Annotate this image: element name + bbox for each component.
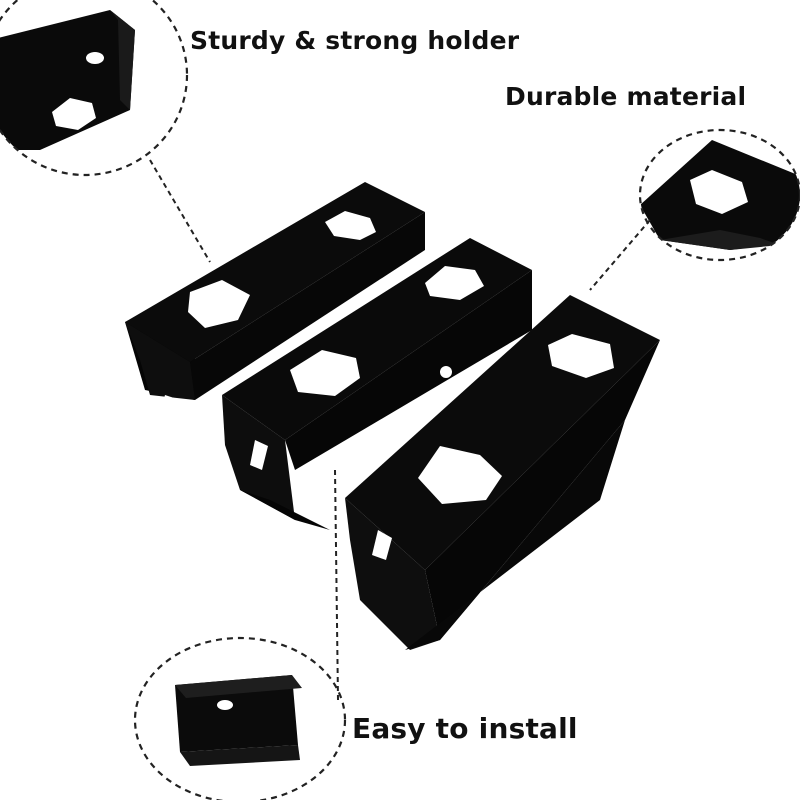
hexagon-hole	[418, 446, 502, 504]
hexagon-hole	[548, 334, 614, 378]
hexagon-hole	[52, 98, 96, 130]
bracket-middle	[222, 238, 532, 530]
bracket-back	[125, 182, 425, 425]
callout-durable-detail	[638, 128, 800, 262]
hexagon-hole	[425, 266, 484, 300]
bracket-front	[329, 295, 660, 650]
leader-line	[589, 219, 651, 291]
leader-line	[334, 469, 339, 701]
callout-label-easy: Easy to install	[352, 712, 578, 745]
hexagon-hole	[690, 170, 748, 214]
leader-line	[149, 159, 211, 263]
callout-easy-detail	[133, 636, 347, 800]
callout-label-durable: Durable material	[505, 82, 747, 111]
callout-sturdy-detail	[0, 0, 189, 177]
hexagon-hole	[325, 211, 376, 240]
hexagon-hole	[290, 350, 360, 396]
hexagon-hole	[188, 280, 250, 328]
callout-label-sturdy: Sturdy & strong holder	[190, 26, 520, 55]
